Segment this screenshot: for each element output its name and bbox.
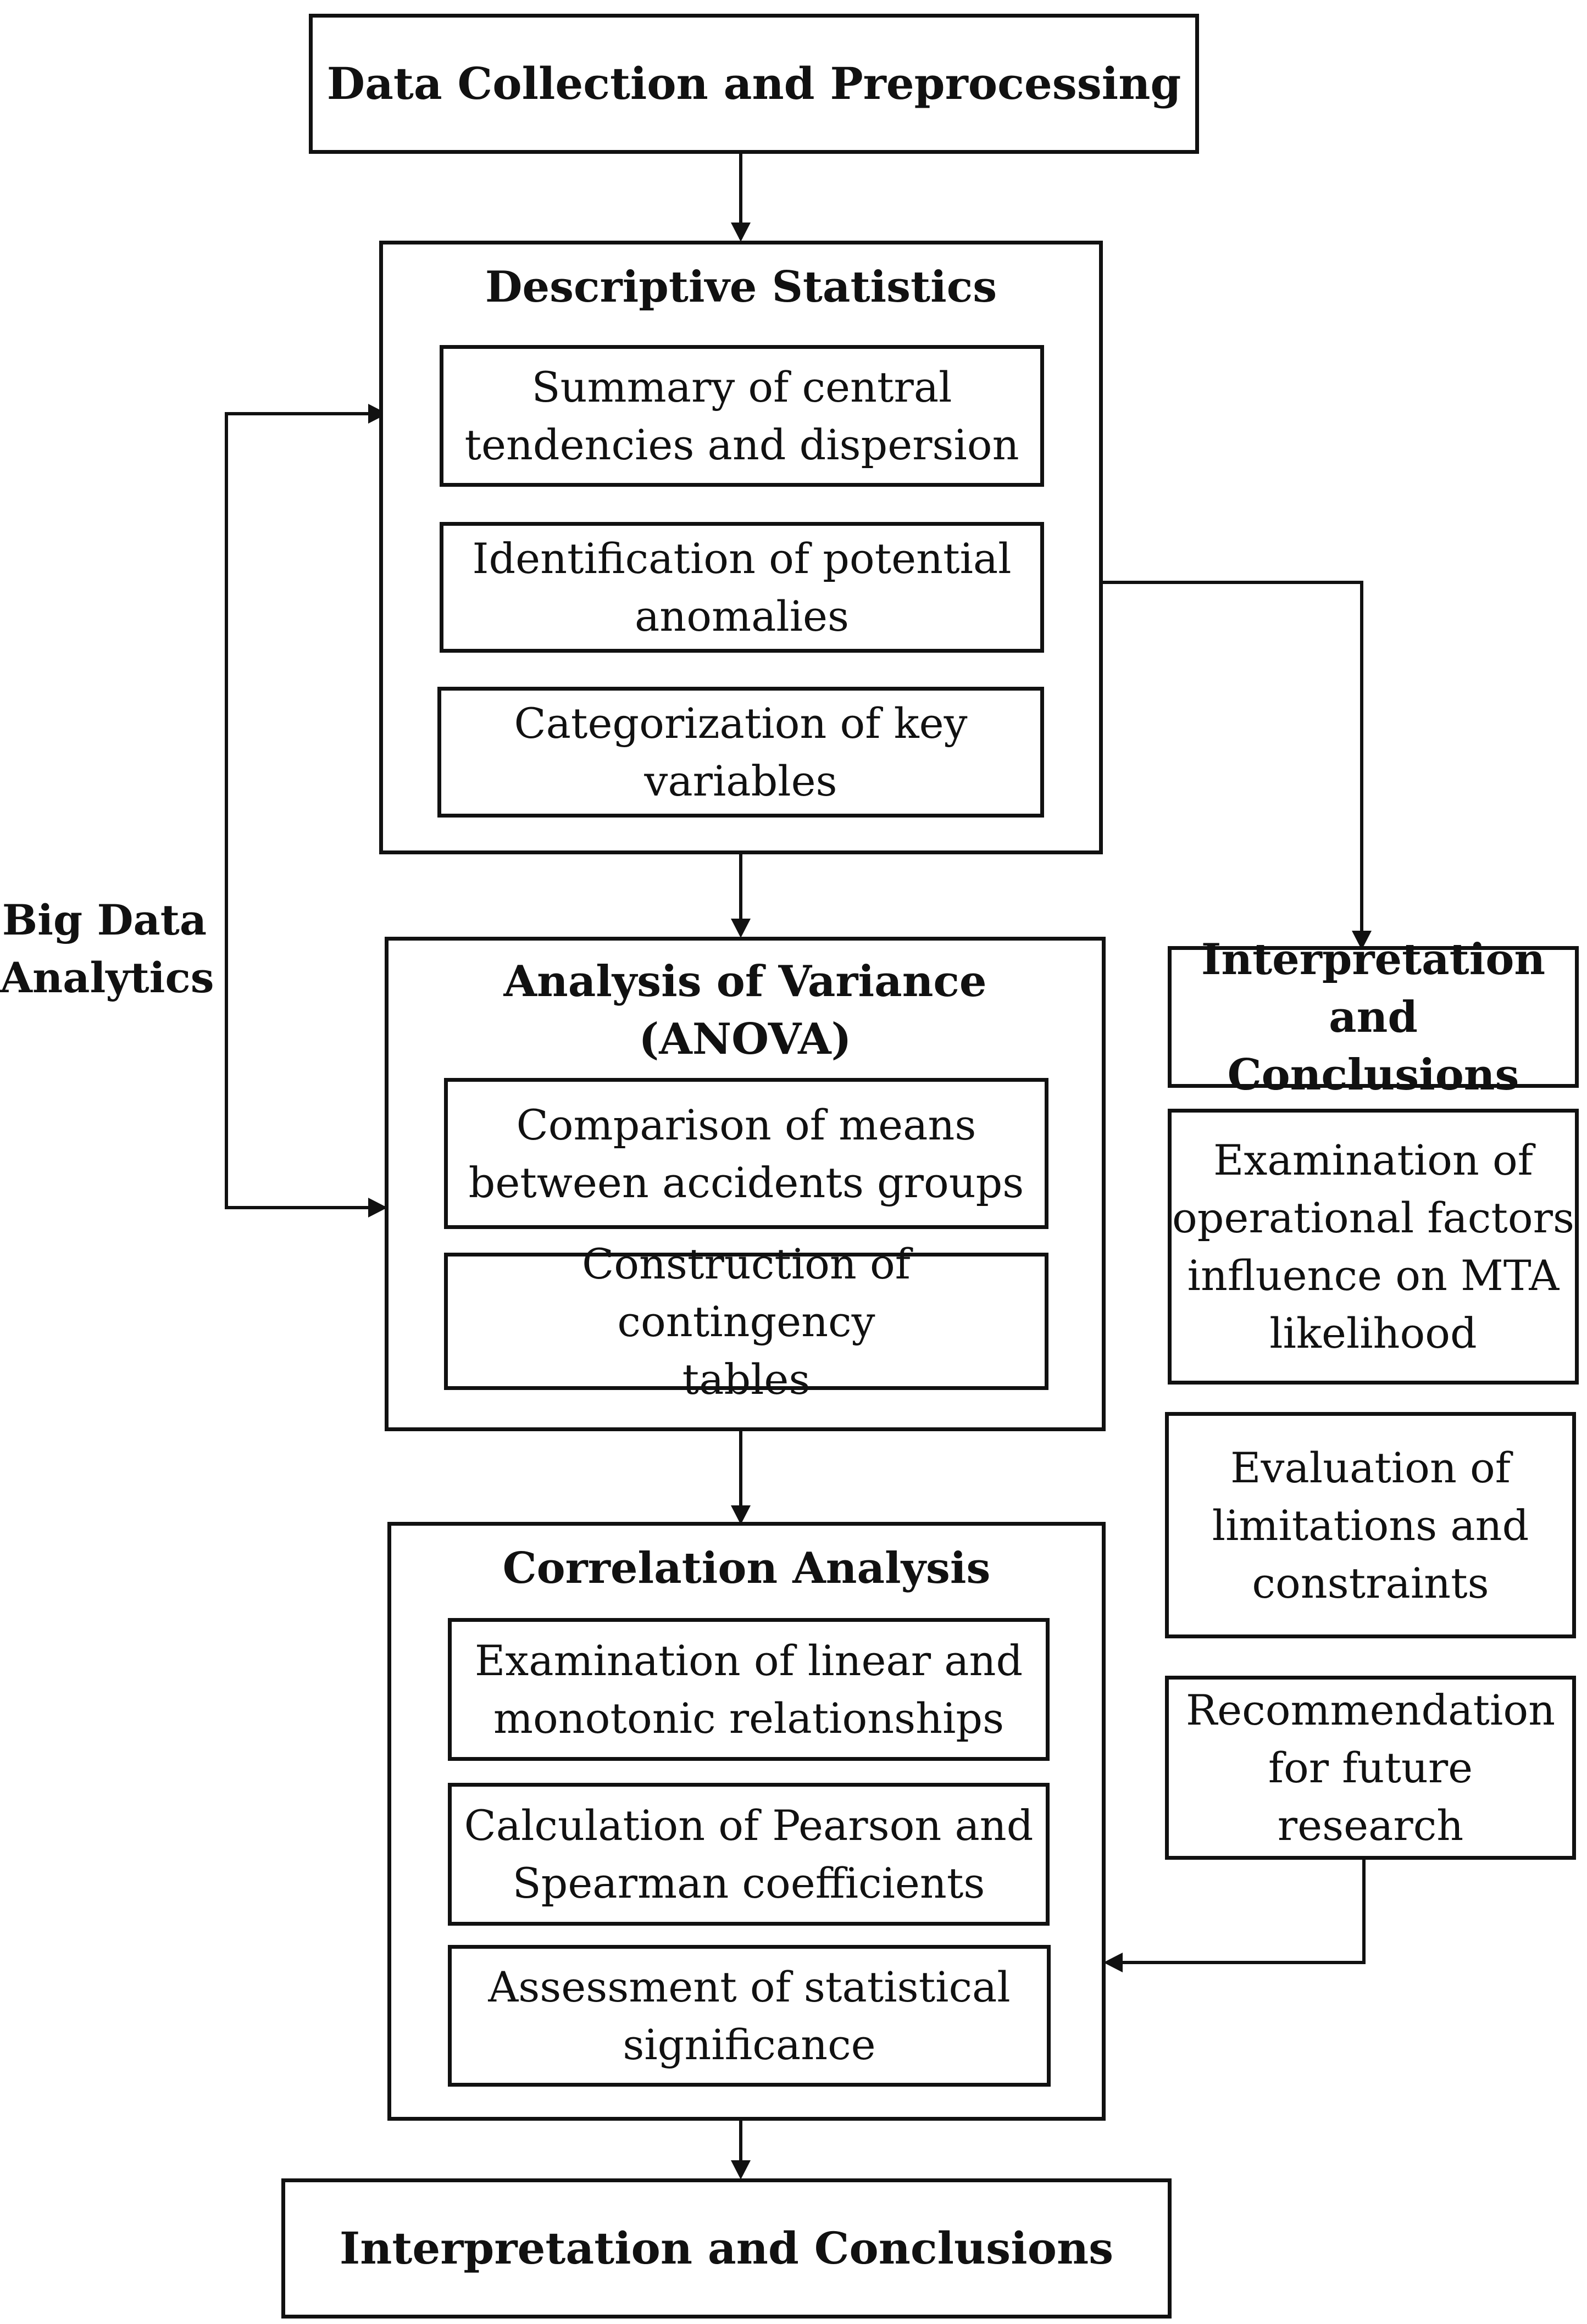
anova-item-contingency: Construction of contingency tables (444, 1239, 1048, 1404)
anova-item-contingency-line1: Construction of contingency (582, 1239, 911, 1346)
arrowhead-conclusions (731, 2160, 751, 2180)
descriptive-item-anomalies: Identification of potential anomalies (440, 522, 1044, 653)
limitations-text: Evaluation of limitations and constraint… (1212, 1439, 1529, 1612)
correlation-item-linear: Examination of linear and monotonic rela… (448, 1618, 1050, 1761)
arrowhead-loop-anova (368, 1198, 387, 1217)
data-collection-label: Data Collection and Preprocessing (326, 58, 1181, 109)
arrowhead-descriptive (731, 223, 751, 242)
correlation-item-significance-text: Assessment of statistical significance (488, 1958, 1010, 2073)
arrowhead-anova (731, 919, 751, 938)
operational-factors-line1: Examination of (1213, 1136, 1533, 1185)
operational-factors-line4: likelihood (1269, 1309, 1477, 1358)
operational-factors-line3: influence on MTA (1187, 1251, 1560, 1300)
correlation-item-significance: Assessment of statistical significance (448, 1945, 1051, 2087)
correlation-title: Correlation Analysis (502, 1543, 991, 1593)
descriptive-item-anomalies-line1: Identification of potential (472, 534, 1012, 583)
descriptive-item-summary-text: Summary of central tendencies and disper… (464, 358, 1019, 474)
correlation-item-coefficients-line2: Spearman coefficients (512, 1859, 985, 1908)
big-data-line1: Big Data (2, 896, 207, 944)
limitations-box: Evaluation of limitations and constraint… (1165, 1412, 1576, 1638)
operational-factors-box: Examination of operational factors influ… (1168, 1109, 1579, 1385)
correlation-item-coefficients-line1: Calculation of Pearson and (464, 1801, 1034, 1850)
arrowhead-interpretation (1352, 931, 1372, 950)
descriptive-item-categorization-line2: variables (644, 757, 837, 805)
arrow-recommendation-to-correlation (1107, 1860, 1366, 1964)
limitations-line2: limitations and (1212, 1500, 1529, 1550)
correlation-item-linear-line2: monotonic relationships (493, 1694, 1005, 1743)
interpretation-conclusions-box: Interpretation and Conclusions (281, 2178, 1172, 2319)
arrowhead-feedback-correlation (1103, 1953, 1123, 1972)
anova-item-comparison-line2: between accidents groups (468, 1158, 1024, 1207)
anova-item-comparison: Comparison of means between accidents gr… (444, 1078, 1048, 1229)
big-data-analytics-label: Big Data Analytics (0, 891, 214, 1007)
future-research-line2: for future research (1268, 1743, 1473, 1850)
descriptive-item-categorization-text: Categorization of key variables (514, 694, 967, 810)
anova-item-comparison-text: Comparison of means between accidents gr… (469, 1096, 1024, 1211)
arrowhead-loop-descriptive (368, 404, 387, 424)
interpretation-conclusions-label: Interpretation and Conclusions (339, 2222, 1114, 2274)
data-collection-box: Data Collection and Preprocessing (309, 14, 1199, 154)
interpretation-header-box: Interpretation and Conclusions (1168, 935, 1579, 1100)
future-research-text: Recommendation for future research (1169, 1681, 1572, 1854)
arrowhead-correlation (731, 1505, 751, 1525)
interpretation-header-line1: Interpretation and (1201, 934, 1546, 1042)
descriptive-statistics-title: Descriptive Statistics (485, 262, 997, 312)
future-research-line1: Recommendation (1185, 1686, 1556, 1734)
interpretation-header-line2: Conclusions (1227, 1049, 1519, 1100)
correlation-item-linear-line1: Examination of linear and (474, 1636, 1023, 1685)
future-research-box: Recommendation for future research (1165, 1676, 1576, 1860)
limitations-line3: constraints (1252, 1558, 1489, 1608)
interpretation-header-text: Interpretation and Conclusions (1172, 931, 1575, 1104)
anova-title-line2: (ANOVA) (639, 1014, 852, 1064)
descriptive-item-summary: Summary of central tendencies and disper… (440, 345, 1044, 487)
correlation-item-linear-text: Examination of linear and monotonic rela… (475, 1632, 1023, 1747)
correlation-item-significance-line2: significance (623, 2020, 876, 2069)
descriptive-item-anomalies-line2: anomalies (635, 592, 849, 641)
correlation-item-significance-line1: Assessment of statistical (488, 1962, 1011, 2011)
anova-title-line1: Analysis of Variance (503, 957, 987, 1007)
anova-item-contingency-text: Construction of contingency tables (448, 1235, 1045, 1408)
operational-factors-line2: operational factors (1172, 1193, 1574, 1242)
big-data-loop-line (225, 412, 385, 1209)
big-data-line2: Analytics (0, 953, 214, 1002)
limitations-line1: Evaluation of (1230, 1443, 1511, 1492)
correlation-item-coefficients-text: Calculation of Pearson and Spearman coef… (464, 1797, 1034, 1912)
arrow-descriptive-to-interpretation (1102, 581, 1363, 946)
correlation-item-coefficients: Calculation of Pearson and Spearman coef… (448, 1783, 1050, 1926)
anova-title: Analysis of Variance (ANOVA) (389, 953, 1102, 1068)
descriptive-item-categorization: Categorization of key variables (437, 687, 1044, 818)
anova-item-comparison-line1: Comparison of means (516, 1100, 976, 1149)
anova-item-contingency-line2: tables (682, 1354, 811, 1404)
descriptive-item-summary-line1: Summary of central (531, 363, 952, 412)
operational-factors-text: Examination of operational factors influ… (1172, 1131, 1574, 1362)
descriptive-item-anomalies-text: Identification of potential anomalies (472, 530, 1011, 645)
descriptive-item-categorization-line1: Categorization of key (514, 699, 968, 748)
descriptive-item-summary-line2: tendencies and dispersion (464, 420, 1019, 469)
